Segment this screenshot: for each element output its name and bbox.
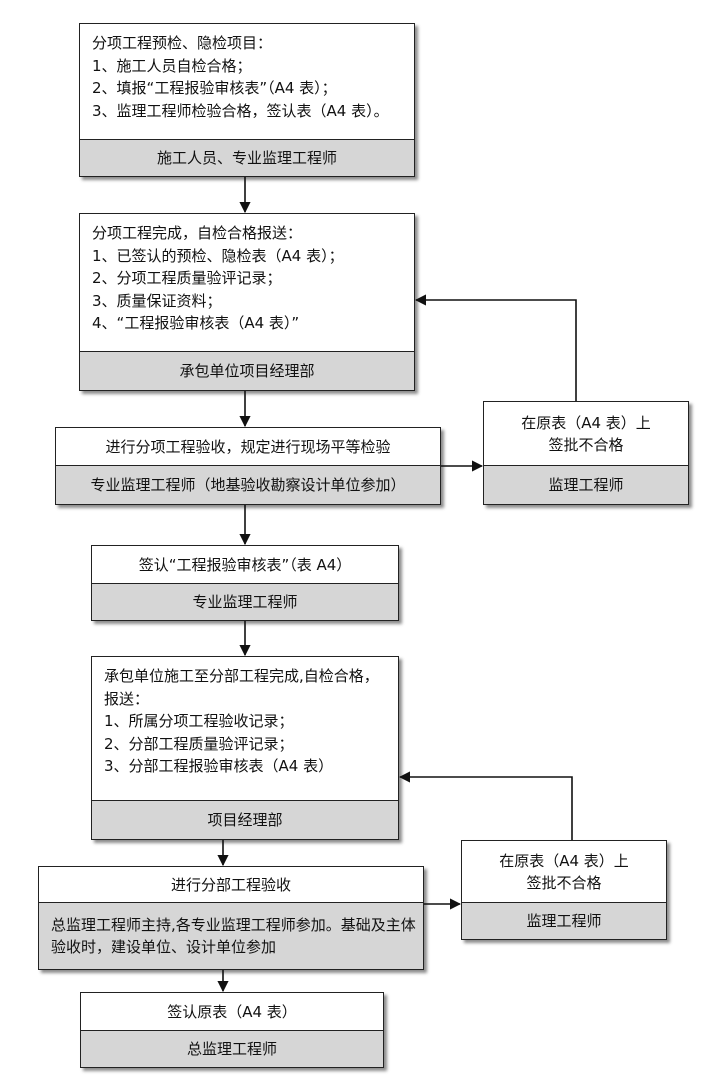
step-box-division-submission: 承包单位施工至分部工程完成,自检合格，报送： 1、所属分项工程验收记录； 2、分… <box>91 656 399 840</box>
step-box-final-signoff: 签认原表（A4 表） 总监理工程师 <box>80 992 384 1068</box>
reject-line: 在原表（A4 表）上 <box>521 414 651 432</box>
step-box-subitem-precheck: 分项工程预检、隐检项目： 1、施工人员自检合格； 2、填报“工程报验审核表”（A… <box>79 23 415 177</box>
step-box-subitem-acceptance: 进行分项工程验收，规定进行现场平等检验 专业监理工程师（地基验收勘察设计单位参加… <box>55 427 441 505</box>
step-box-division-acceptance: 进行分部工程验收 总监理工程师主持,各专业监理工程师参加。基础及主体验收时，建设… <box>38 866 424 970</box>
responsible-party-label: 专业监理工程师 <box>92 583 398 620</box>
step-line: 1、所属分项工程验收记录； <box>104 712 294 730</box>
step-box-content: 承包单位施工至分部工程完成,自检合格，报送： 1、所属分项工程验收记录； 2、分… <box>92 657 398 778</box>
step-line: 1、施工人员自检合格； <box>92 56 252 75</box>
step-line: 承包单位施工至分部工程完成,自检合格，报送： <box>104 667 379 708</box>
reject-box-content: 在原表（A4 表）上 签批不合格 <box>484 402 688 466</box>
reject-line: 在原表（A4 表）上 <box>499 852 629 870</box>
arrow-reject-to-b5 <box>398 771 573 840</box>
step-box-content: 分项工程预检、隐检项目： 1、施工人员自检合格； 2、填报“工程报验审核表”（A… <box>80 24 414 122</box>
step-line: 4、“工程报验审核表（A4 表）” <box>92 314 300 332</box>
step-box-content: 分项工程完成，自检合格报送： 1、已签认的预检、隐检表（A4 表）； 2、分项工… <box>80 214 414 335</box>
responsible-party-label: 项目经理部 <box>92 800 398 839</box>
step-box-content: 签认原表（A4 表） <box>167 1003 297 1021</box>
step-box-subitem-submission: 分项工程完成，自检合格报送： 1、已签认的预检、隐检表（A4 表）； 2、分项工… <box>79 213 415 391</box>
reject-box-content: 在原表（A4 表）上 签批不合格 <box>462 841 666 903</box>
reject-line: 签批不合格 <box>526 874 602 892</box>
step-box-content: 进行分部工程验收 <box>170 876 291 894</box>
responsible-party-label: 总监理工程师 <box>81 1030 383 1067</box>
step-line: 3、质量保证资料； <box>92 291 222 310</box>
step-box-subitem-signoff: 签认“工程报验审核表”（表 A4） 专业监理工程师 <box>91 545 399 621</box>
responsible-party-label: 施工人员、专业监理工程师 <box>80 139 414 176</box>
responsible-party-label: 监理工程师 <box>462 902 666 939</box>
step-line: 分项工程预检、隐检项目： <box>92 34 273 52</box>
responsible-party-label: 承包单位项目经理部 <box>80 351 414 390</box>
step-box-content: 签认“工程报验审核表”（表 A4） <box>138 556 352 574</box>
arrow-reject-to-b2 <box>414 294 577 401</box>
step-line: 2、分项工程质量验评记录； <box>92 269 282 287</box>
responsible-party-label: 专业监理工程师（地基验收勘察设计单位参加） <box>56 465 440 504</box>
reject-line: 签批不合格 <box>548 436 624 454</box>
step-line: 3、监理工程师检验合格，签认表（A4 表）。 <box>92 101 389 120</box>
step-line: 2、分部工程质量验评记录； <box>104 734 294 753</box>
step-line: 3、分部工程报验审核表（A4 表） <box>104 757 334 775</box>
step-line: 2、填报“工程报验审核表”（A4 表）； <box>92 79 337 97</box>
step-line: 1、已签认的预检、隐检表（A4 表）； <box>92 246 344 265</box>
step-line: 分项工程完成，自检合格报送： <box>92 224 303 242</box>
reject-box-division: 在原表（A4 表）上 签批不合格 监理工程师 <box>461 840 667 940</box>
step-box-content: 进行分项工程验收，规定进行现场平等检验 <box>105 438 391 456</box>
reject-box-subitem: 在原表（A4 表）上 签批不合格 监理工程师 <box>483 401 689 505</box>
responsible-party-label: 监理工程师 <box>484 465 688 504</box>
responsible-party-label: 总监理工程师主持,各专业监理工程师参加。基础及主体验收时，建设单位、设计单位参加 <box>39 902 423 969</box>
